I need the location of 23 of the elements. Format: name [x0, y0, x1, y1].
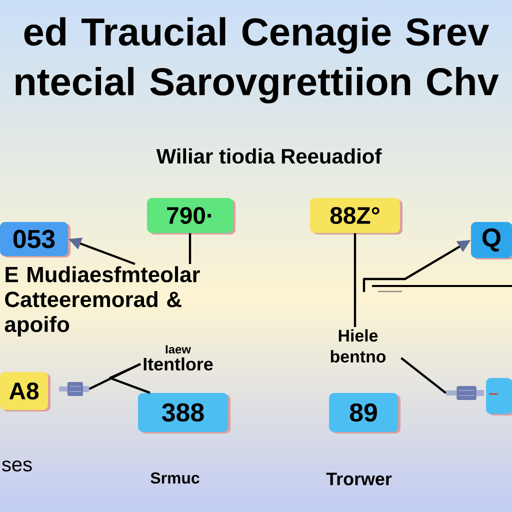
number-box: 89: [329, 393, 400, 434]
connector-line: [400, 357, 446, 394]
partial-box: [486, 378, 512, 416]
number-box: 88Z°: [310, 198, 402, 234]
number-box: Q: [471, 222, 512, 260]
paragraph-text: E Mudiaesfmteolar Catteeremorad & apoifo: [4, 266, 200, 336]
connector-line: [188, 233, 192, 264]
plug-icon: [59, 382, 89, 396]
connector-line: [88, 363, 141, 390]
subtitle: Wiliar tiodia Reeuadiof: [156, 148, 382, 164]
title: ed Traucial Cenagie Srev ntecial Sarovgrettiion Chv: [16, 17, 499, 104]
caption-text: ses: [2, 460, 32, 472]
connector-line: [354, 233, 356, 327]
number-box: 790·: [147, 198, 236, 234]
connector-line: [108, 363, 150, 394]
number-box: 388: [138, 393, 230, 434]
number-box: 053: [0, 222, 70, 258]
label-text: Hiele bentno: [330, 329, 386, 363]
caption-text: Trorwer: [326, 472, 392, 486]
caption-text: Srmuc: [150, 472, 200, 484]
label-text: Iaew Itentlore: [144, 345, 213, 371]
number-box: A8: [0, 372, 50, 412]
plug-icon: [446, 386, 484, 400]
